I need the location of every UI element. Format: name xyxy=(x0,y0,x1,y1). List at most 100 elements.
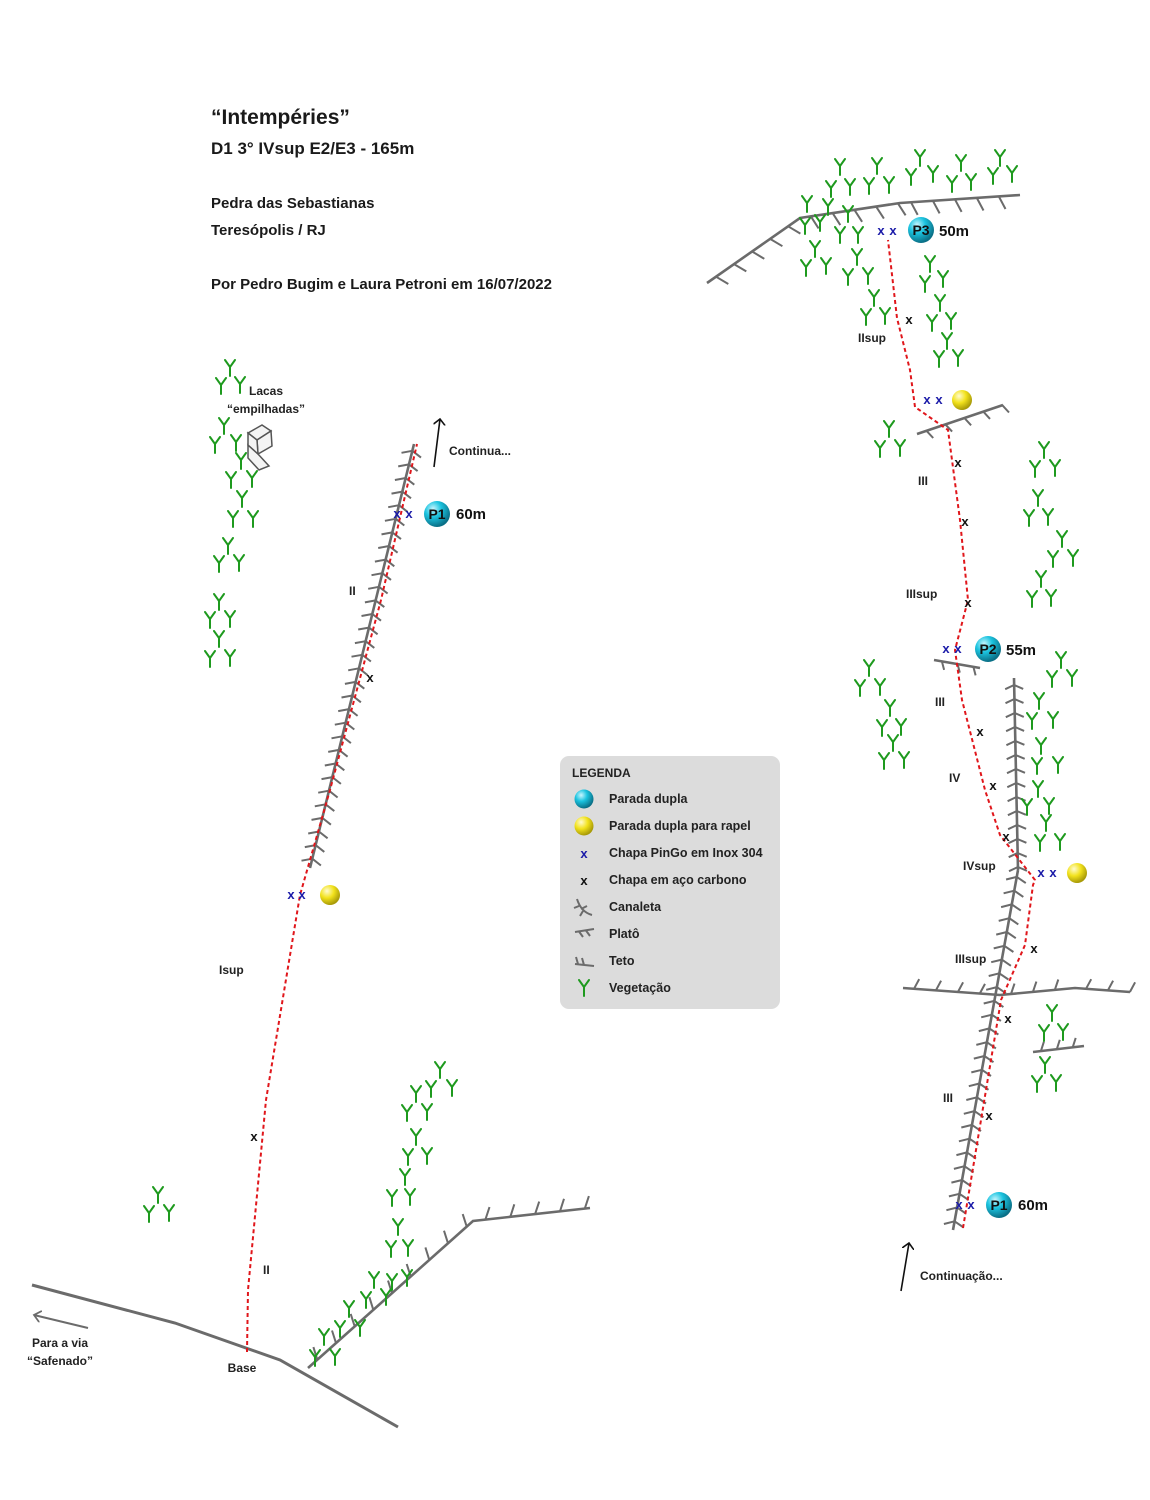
vegetation-icon xyxy=(410,1128,422,1146)
belay-distance: 60m xyxy=(1018,1197,1048,1214)
carbon-bolt-icon: x xyxy=(976,724,984,739)
carbon-bolt-icon: x xyxy=(366,670,374,685)
legend-item-label: Platô xyxy=(609,927,640,941)
ledge-base-right xyxy=(307,1195,591,1369)
vegetation-icon xyxy=(1038,1024,1050,1042)
vegetation-icon xyxy=(937,270,949,288)
yellow-ball-icon xyxy=(574,816,594,836)
vegetation-icon xyxy=(914,149,926,167)
legend-item: Parada dupla xyxy=(572,788,688,810)
vegetation-icon xyxy=(844,178,856,196)
cyan-ball-icon xyxy=(986,1192,1012,1218)
legend-item: Platô xyxy=(572,923,640,945)
vegetation-icon xyxy=(343,1300,355,1318)
vegetation-icon xyxy=(924,255,936,273)
stainless-bolt-icon: x xyxy=(877,223,885,238)
grade-label: IIIsup xyxy=(955,952,986,966)
vegetation-icon xyxy=(1047,711,1059,729)
roof-p2 xyxy=(933,658,981,676)
carbon-bolt-icon: x xyxy=(985,1108,993,1123)
vegetation-icon xyxy=(246,470,258,488)
belay-label: P1 xyxy=(990,1197,1007,1213)
vegetation-icon xyxy=(1035,570,1047,588)
vegetation-icon xyxy=(402,1239,414,1257)
cyan-ball-icon xyxy=(424,501,450,527)
rappel-anchor-left xyxy=(320,885,340,905)
to-route-label: Para a via xyxy=(32,1336,88,1350)
vegetation-icon xyxy=(1026,590,1038,608)
legend-title: LEGENDA xyxy=(572,766,631,780)
vegetation-icon xyxy=(235,452,247,470)
carbon-bolt-icon: x xyxy=(989,778,997,793)
belay-p1-left: P1 60m xyxy=(424,501,486,527)
stainless-bolt-icon: x xyxy=(954,641,962,656)
legend-item-label: Teto xyxy=(609,954,635,968)
legend-item-label: Chapa em aço carbono xyxy=(609,873,747,887)
carbon-bolt-icon: x xyxy=(1002,829,1010,844)
stainless-bolt-icon: x xyxy=(405,506,413,521)
carbon-bolt-icon: x xyxy=(954,455,962,470)
belay-p1-right: P1 60m xyxy=(986,1192,1048,1218)
stacked-flakes-icon xyxy=(246,424,273,471)
stainless-bolt-icon: x xyxy=(955,1197,963,1212)
vegetation-icon xyxy=(329,1348,341,1366)
route-grade: D1 3° IVsup E2/E3 - 165m xyxy=(211,139,415,158)
carbon-bolt-icon: x xyxy=(905,312,913,327)
grade-label: III xyxy=(935,695,945,709)
vegetation-icon xyxy=(215,377,227,395)
vegetation-icon xyxy=(1033,692,1045,710)
gully-right-lower xyxy=(943,869,1027,1231)
legend-item: Vegetação xyxy=(572,977,671,999)
vegetation-icon xyxy=(368,1271,380,1289)
vegetation-icon xyxy=(213,593,225,611)
carbon-bolt-icon: x xyxy=(961,514,969,529)
vegetation-icon xyxy=(1035,737,1047,755)
vegetation-icon xyxy=(1046,1004,1058,1022)
vegetation-icon xyxy=(884,699,896,717)
route-left xyxy=(246,443,418,1353)
vegetation-icon xyxy=(1042,508,1054,526)
vegetation-icon xyxy=(863,177,875,195)
vegetation-icon xyxy=(402,1148,414,1166)
vegetation-icon xyxy=(1034,834,1046,852)
legend-item-label: Parada dupla para rapel xyxy=(609,819,751,833)
grade-label: II xyxy=(349,584,356,598)
vegetation-icon xyxy=(401,1104,413,1122)
flakes-label-name: “empilhadas” xyxy=(227,402,305,416)
grade-label: III xyxy=(943,1091,953,1105)
belay-p3: P3 50m xyxy=(908,217,969,243)
vegetation-icon xyxy=(227,510,239,528)
vegetation-icon xyxy=(1006,165,1018,183)
vegetation-icon xyxy=(204,611,216,629)
vegetation-icon xyxy=(871,157,883,175)
vegetation-icon xyxy=(213,555,225,573)
stainless-bolt-icon: x xyxy=(287,887,295,902)
vegetation-icon xyxy=(222,537,234,555)
carbon-bolt-icon: x xyxy=(1030,941,1038,956)
vegetation-icon xyxy=(862,267,874,285)
vegetation-icon xyxy=(1023,509,1035,527)
grade-label: IV xyxy=(949,771,960,785)
vegetation-icon xyxy=(446,1079,458,1097)
vegetation-icon xyxy=(801,195,813,213)
city-name: Teresópolis / RJ xyxy=(211,222,326,239)
carbon-bolt-icon: x xyxy=(250,1129,258,1144)
stainless-bolt-icon: x xyxy=(967,1197,975,1212)
belay-p2: P2 55m xyxy=(975,636,1036,662)
vegetation-icon xyxy=(578,979,590,997)
cyan-ball-icon xyxy=(574,789,594,809)
vegetation-icon xyxy=(213,630,225,648)
vegetation-icon xyxy=(946,175,958,193)
vegetation-icon xyxy=(879,307,891,325)
vegetation-icon xyxy=(799,217,811,235)
vegetation-icon xyxy=(1046,670,1058,688)
vegetation-icon xyxy=(392,1218,404,1236)
to-route-name: “Safenado” xyxy=(27,1354,93,1368)
vegetation-icon xyxy=(809,240,821,258)
vegetation-icon xyxy=(941,332,953,350)
belay-distance: 50m xyxy=(939,223,969,240)
grade-label: IIIsup xyxy=(906,587,937,601)
arrow-continuation xyxy=(900,1243,909,1292)
